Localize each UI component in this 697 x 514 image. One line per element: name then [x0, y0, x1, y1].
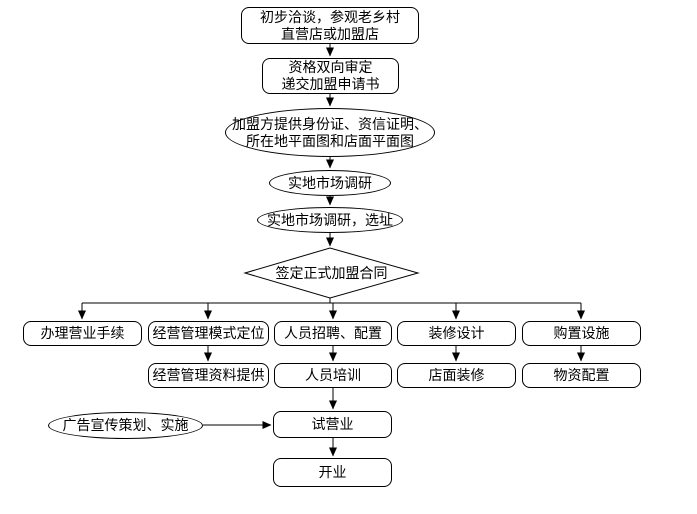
node-purchase-facilities: 购置设施	[522, 321, 641, 346]
node-qualification-review: 资格双向审定 递交加盟申请书	[262, 58, 399, 94]
node-trial-operation: 试营业	[273, 411, 392, 438]
node-business-license: 办理营业手续	[23, 321, 142, 346]
node-market-research: 实地市场调研	[269, 170, 391, 196]
node-staff-training: 人员培训	[274, 363, 392, 388]
node-management-materials: 经营管理资料提供	[148, 363, 269, 388]
node-site-selection: 实地市场调研，选址	[257, 207, 403, 233]
node-sign-contract: 签定正式加盟合同	[275, 264, 388, 281]
decision-diamond-shape	[243, 247, 420, 299]
node-advertising: 广告宣传策划、实施	[48, 412, 203, 439]
node-store-decoration: 店面装修	[397, 363, 516, 388]
node-materials-allocation: 物资配置	[522, 363, 641, 388]
node-decoration-design: 装修设计	[397, 321, 516, 346]
node-provide-documents: 加盟方提供身份证、资信证明、 所在地平面图和店面平面图	[225, 108, 435, 157]
node-management-mode: 经营管理模式定位	[148, 321, 269, 346]
node-opening: 开业	[273, 458, 392, 487]
node-recruitment: 人员招聘、配置	[274, 321, 392, 346]
node-initial-talks: 初步洽谈，参观老乡村 直营店或加盟店	[241, 7, 419, 44]
